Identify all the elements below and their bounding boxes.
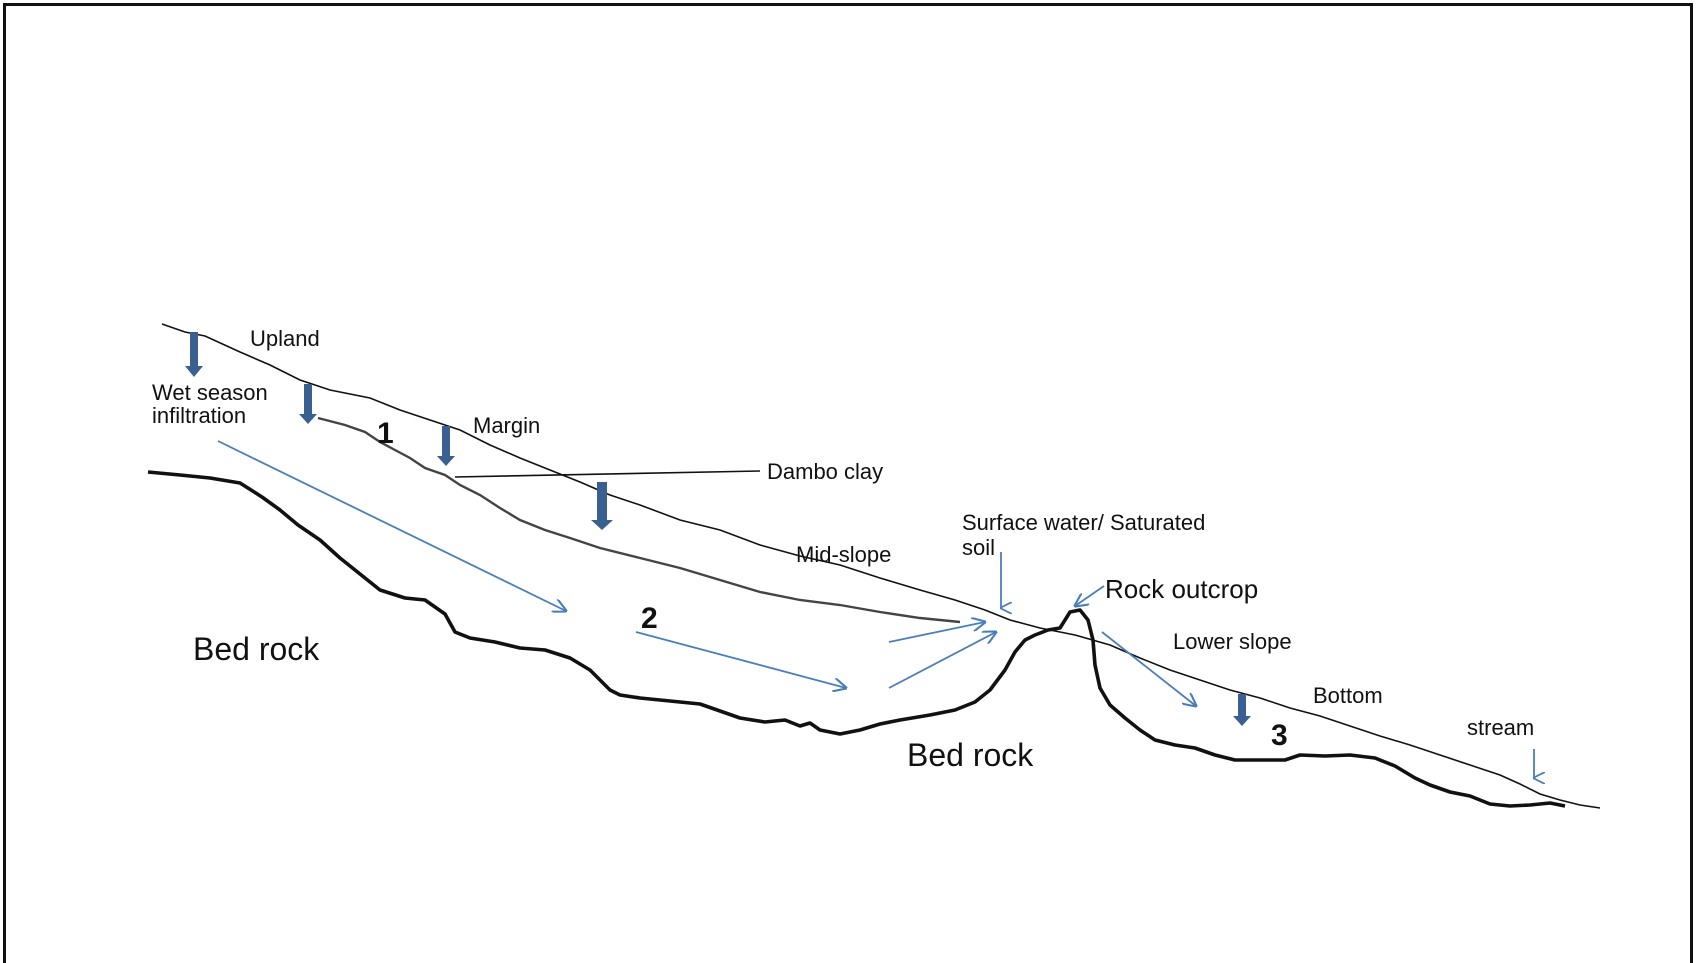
- bed-rock-boundary-line: [147, 470, 1566, 808]
- stream-label: stream: [1467, 715, 1534, 740]
- bed-rock-center-label: Bed rock: [907, 737, 1034, 773]
- zone-3-label: 3: [1271, 719, 1288, 752]
- infiltration-arrow-margin: [437, 426, 455, 466]
- surface-water-label-line1: Surface water/ Saturated: [962, 510, 1205, 535]
- infiltration-arrow-upland: [185, 332, 203, 377]
- infiltration-arrow-midslope: [591, 482, 613, 530]
- rock-outcrop-label: Rock outcrop: [1105, 574, 1258, 604]
- upland-label: Upland: [250, 326, 320, 351]
- flow-arrow-3: [888, 622, 985, 643]
- dambo-clay-leader-line: [454, 470, 761, 478]
- infiltration-arrows: [185, 332, 1251, 726]
- lower-slope-label: Lower slope: [1173, 629, 1292, 654]
- rock-outcrop-pointer-arrow: [1075, 585, 1105, 606]
- dambo-clay-layer-line: [317, 416, 961, 624]
- infiltration-arrow-wet-season: [299, 384, 317, 424]
- bed-rock-left-label: Bed rock: [193, 631, 320, 667]
- groundwater-flow-arrows: [217, 440, 1196, 706]
- flow-arrow-2: [635, 631, 846, 688]
- infiltration-arrow-lower-slope: [1233, 694, 1251, 726]
- wet-season-label-line2: infiltration: [152, 403, 246, 428]
- margin-label: Margin: [473, 413, 540, 438]
- dambo-clay-label: Dambo clay: [767, 459, 883, 484]
- mid-slope-label: Mid-slope: [796, 542, 891, 567]
- flow-arrow-5: [1101, 631, 1196, 706]
- surface-water-label-line2: soil: [962, 535, 995, 560]
- bottom-label: Bottom: [1313, 683, 1383, 708]
- flow-arrow-4: [888, 632, 996, 689]
- flow-arrow-1: [217, 440, 566, 611]
- ground-surface-line: [161, 323, 1601, 809]
- zone-2-label: 2: [641, 602, 658, 635]
- diagram-frame: [3, 3, 1693, 963]
- zone-1-label: 1: [377, 417, 394, 450]
- wet-season-label-line1: Wet season: [152, 380, 268, 405]
